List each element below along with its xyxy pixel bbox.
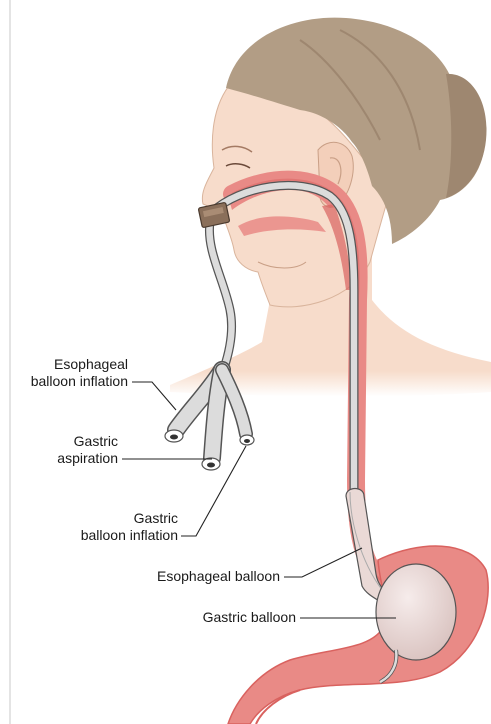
label-gastric-balloon: Gastric balloon bbox=[203, 609, 296, 626]
nasal-clamp-icon bbox=[198, 202, 230, 227]
hair-bun bbox=[446, 74, 487, 198]
label-esophageal-balloon-inflation: Esophageal balloon inflation bbox=[31, 356, 128, 390]
leader-esophageal-balloon bbox=[284, 548, 362, 577]
label-gastric-aspiration: Gastric aspiration bbox=[57, 433, 118, 467]
label-gastric-balloon-inflation: Gastric balloon inflation bbox=[81, 510, 178, 544]
gastric-balloon bbox=[376, 564, 456, 660]
label-esophageal-balloon: Esophageal balloon bbox=[157, 568, 280, 585]
leader-esophageal-balloon-inflation bbox=[132, 382, 176, 410]
